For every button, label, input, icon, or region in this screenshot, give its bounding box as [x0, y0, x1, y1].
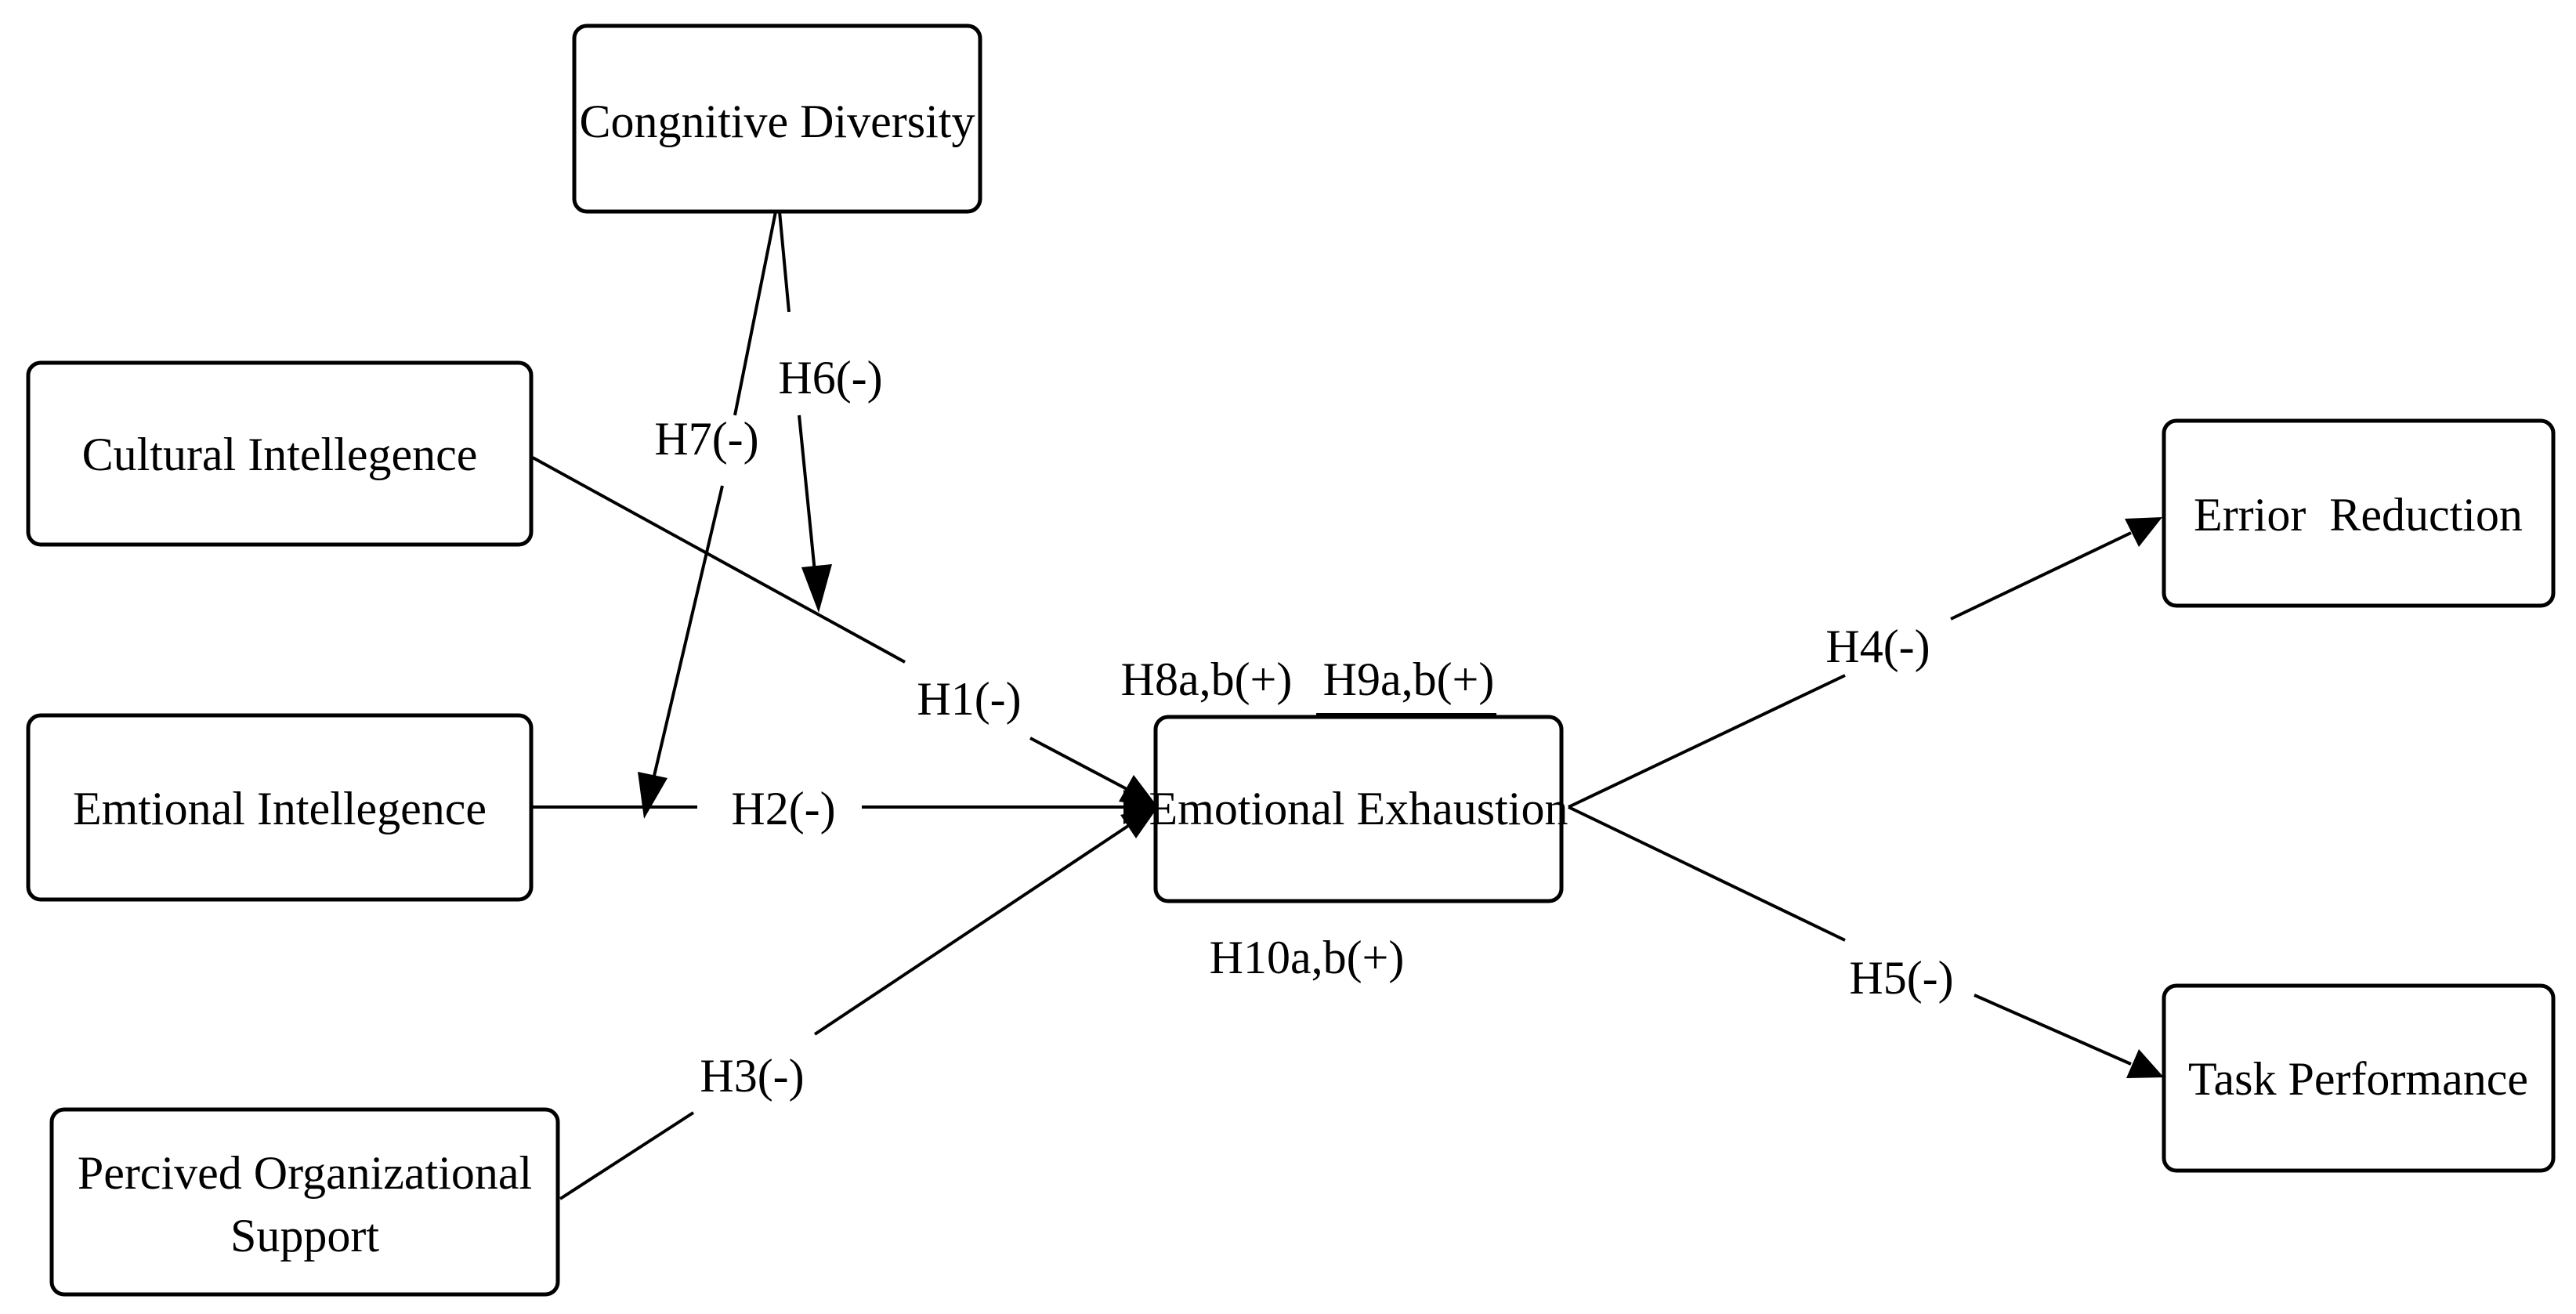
edge-h7-arrowhead: [638, 772, 668, 819]
edge-h5-arrowhead: [2126, 1049, 2164, 1078]
node-cultural-intellegence-label: Cultural Intellegence: [82, 429, 478, 480]
node-emotional-exhaustion: Emotional Exhaustion: [1149, 715, 1568, 903]
node-congnitive-diversity: Congnitive Diversity: [572, 24, 982, 214]
node-task-performance-label: Task Performance: [2188, 1053, 2528, 1105]
edge-label-h8: H8a,b(+): [1121, 653, 1293, 705]
edge-h7-segment-b: [653, 485, 724, 776]
edge-h3-segment-a: [559, 1111, 695, 1200]
edge-label-h5: H5(-): [1849, 952, 1953, 1004]
edge-h7-segment-a: [733, 211, 777, 416]
edge-label-h6: H6(-): [778, 352, 882, 404]
edge-h4-segment-b: [1950, 531, 2132, 621]
node-percived-support-label-line2: Support: [230, 1210, 379, 1262]
node-congnitive-diversity-label: Congnitive Diversity: [580, 96, 975, 147]
edge-h3-arrowhead: [1120, 807, 1158, 838]
edge-h6-segment-a: [778, 211, 791, 313]
edge-label-h9: H9a,b(+): [1323, 653, 1495, 705]
edge-h1-segment-a: [532, 456, 906, 664]
edge-h4-arrowhead: [2125, 517, 2162, 547]
edge-h6-segment-b: [798, 414, 816, 573]
edge-label-h4: H4(-): [1825, 621, 1930, 672]
edge-label-h2: H2(-): [731, 783, 835, 834]
node-emtional-intellegence-label: Emtional Intellegence: [73, 783, 487, 834]
node-errior-reduction-label: Errior Reduction: [2194, 489, 2523, 541]
node-percived-support-label-line1: Percived Organizational: [78, 1147, 532, 1199]
node-emtional-intellegence: Emtional Intellegence: [26, 713, 534, 902]
node-errior-reduction: Errior Reduction: [2162, 418, 2556, 608]
edge-label-h10: H10a,b(+): [1210, 932, 1405, 983]
edge-label-h7: H7(-): [654, 413, 758, 465]
node-percived-organizational-support: Percived Organizational Support: [49, 1107, 560, 1297]
edge-h5-segment-a: [1568, 805, 1846, 942]
edge-h3-segment-b: [813, 824, 1130, 1036]
node-task-performance: Task Performance: [2162, 983, 2556, 1173]
edge-label-h1: H1(-): [917, 673, 1021, 725]
node-cultural-intellegence: Cultural Intellegence: [26, 360, 534, 547]
node-emotional-exhaustion-label: Emotional Exhaustion: [1149, 783, 1568, 834]
edge-label-h3: H3(-): [700, 1050, 804, 1102]
edge-h5-segment-b: [1974, 994, 2132, 1066]
edge-h6-arrowhead: [801, 564, 832, 613]
edge-h4-segment-a: [1568, 674, 1846, 809]
edge-h1-segment-b: [1029, 737, 1129, 791]
